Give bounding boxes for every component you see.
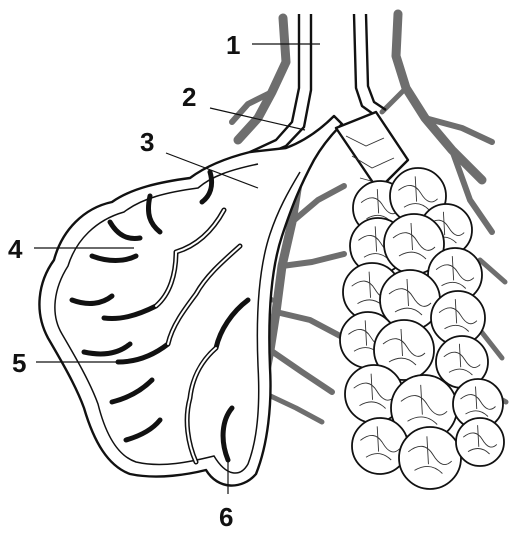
alveolus-17 [399, 427, 461, 489]
label-5: 5 [12, 348, 26, 378]
label-2: 2 [182, 82, 196, 112]
label-6: 6 [219, 502, 233, 532]
alveolar-cluster [336, 14, 504, 489]
label-1: 1 [226, 30, 240, 60]
label-4: 4 [8, 234, 23, 264]
alveolus-18 [456, 418, 504, 466]
label-3: 3 [140, 127, 154, 157]
